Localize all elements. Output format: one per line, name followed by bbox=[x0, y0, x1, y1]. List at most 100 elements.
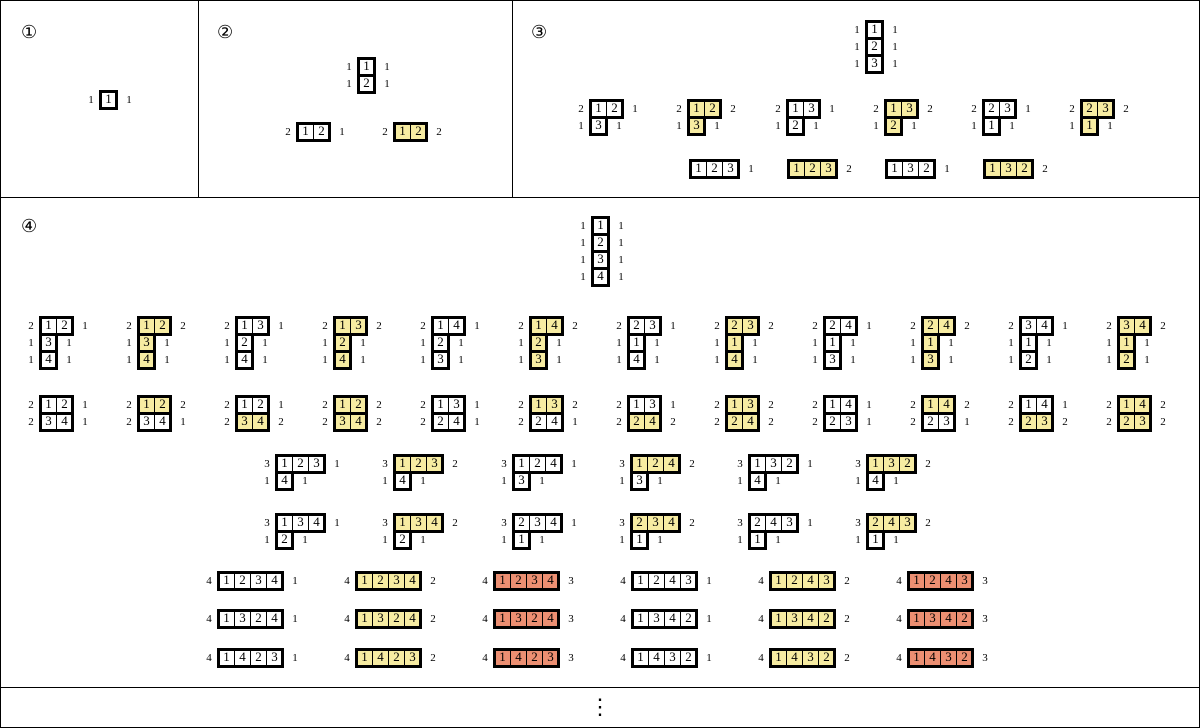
tableau-cell: 3 bbox=[410, 514, 427, 532]
tableau-cell: 2 bbox=[358, 75, 375, 93]
tableau-cell: 3 bbox=[513, 472, 530, 490]
right-label: 2 bbox=[927, 103, 933, 115]
tableau-cell: 2 bbox=[252, 396, 269, 414]
tableau-cell: 3 bbox=[350, 317, 367, 335]
tableau-cell: 2 bbox=[680, 649, 697, 667]
left-label: 3 bbox=[737, 517, 743, 529]
tableau-cell: 4 bbox=[138, 351, 155, 369]
right-label: 2 bbox=[452, 458, 458, 470]
tableau-cell: 4 bbox=[308, 514, 325, 532]
tableau-cell: 1 bbox=[749, 531, 766, 549]
tableau-cell: 2 bbox=[394, 531, 411, 549]
right-label: 1 bbox=[813, 120, 819, 132]
right-label: 1 bbox=[420, 534, 426, 546]
tableau-cell: 1 bbox=[922, 396, 939, 414]
left-label: 4 bbox=[482, 613, 488, 625]
left-label: 1 bbox=[1008, 354, 1014, 366]
tableau-cell: 1 bbox=[218, 610, 235, 628]
right-label: 2 bbox=[768, 416, 774, 428]
tableau-cell: 4 bbox=[840, 396, 857, 414]
left-label: 1 bbox=[737, 534, 743, 546]
left-label: 2 bbox=[518, 320, 524, 332]
left-label: 4 bbox=[758, 652, 764, 664]
right-label: 1 bbox=[944, 163, 950, 175]
left-label: 2 bbox=[714, 416, 720, 428]
tableau-cell: 1 bbox=[100, 91, 117, 109]
left-label: 1 bbox=[518, 354, 524, 366]
tableau-cell: 4 bbox=[276, 472, 293, 490]
right-label: 1 bbox=[556, 337, 562, 349]
tableau-cell: 2 bbox=[526, 649, 543, 667]
tableau-cell: 1 bbox=[297, 123, 314, 141]
right-label: 1 bbox=[571, 458, 577, 470]
right-label: 2 bbox=[572, 320, 578, 332]
tableau-cell: 1 bbox=[334, 396, 351, 414]
left-label: 1 bbox=[264, 475, 270, 487]
right-label: 1 bbox=[706, 613, 712, 625]
tableau-cell: 3 bbox=[786, 610, 803, 628]
tableau-cell: 1 bbox=[908, 572, 925, 590]
left-label: 2 bbox=[322, 416, 328, 428]
tableau-cell: 4 bbox=[234, 649, 251, 667]
left-label: 3 bbox=[619, 517, 625, 529]
right-label: 1 bbox=[474, 399, 480, 411]
tableau-cell: 1 bbox=[688, 100, 705, 118]
right-label: 1 bbox=[948, 354, 954, 366]
left-label: 2 bbox=[420, 416, 426, 428]
right-label: 2 bbox=[925, 517, 931, 529]
right-label: 2 bbox=[925, 458, 931, 470]
tableau-cell: 2 bbox=[628, 413, 645, 431]
tableau-cell: 1 bbox=[690, 160, 707, 178]
tableau-cell: 2 bbox=[706, 160, 723, 178]
tableau-cell: 1 bbox=[908, 649, 925, 667]
left-label: 4 bbox=[206, 652, 212, 664]
tableau-cell: 2 bbox=[388, 610, 405, 628]
tableau-cell: 1 bbox=[726, 396, 743, 414]
right-label: 1 bbox=[616, 120, 622, 132]
tableau-cell: 4 bbox=[840, 317, 857, 335]
left-label: 1 bbox=[1106, 337, 1112, 349]
right-label: 1 bbox=[752, 354, 758, 366]
left-label: 1 bbox=[1008, 337, 1014, 349]
tableau-cell: 3 bbox=[250, 572, 267, 590]
right-label: 1 bbox=[164, 337, 170, 349]
tableau-cell: 4 bbox=[546, 317, 563, 335]
tableau-cell: 1 bbox=[394, 123, 411, 141]
left-label: 1 bbox=[775, 120, 781, 132]
left-label: 3 bbox=[382, 517, 388, 529]
left-label: 2 bbox=[28, 320, 34, 332]
right-label: 2 bbox=[180, 399, 186, 411]
tableau-cell: 1 bbox=[494, 610, 511, 628]
tableau-cell: 2 bbox=[529, 455, 546, 473]
tableau-cell: 2 bbox=[648, 572, 665, 590]
tableau-cell: 2 bbox=[530, 334, 547, 352]
right-label: 2 bbox=[180, 320, 186, 332]
tableau-cell: 4 bbox=[426, 514, 443, 532]
left-label: 2 bbox=[224, 416, 230, 428]
tableau-cell: 3 bbox=[526, 572, 543, 590]
right-label: 1 bbox=[126, 94, 132, 106]
right-label: 2 bbox=[376, 320, 382, 332]
right-label: 1 bbox=[1062, 399, 1068, 411]
tableau-cell: 4 bbox=[1036, 396, 1053, 414]
tableau-cell: 2 bbox=[530, 413, 547, 431]
tableau-cell: 3 bbox=[899, 514, 916, 532]
continuation-row: ⋮ bbox=[0, 687, 1200, 728]
tableau-cell: 2 bbox=[680, 610, 697, 628]
tableau-cell: 2 bbox=[236, 334, 253, 352]
tableau-cell: 3 bbox=[1134, 413, 1151, 431]
left-label: 4 bbox=[758, 575, 764, 587]
tableau-cell: 4 bbox=[266, 610, 283, 628]
right-label: 1 bbox=[458, 354, 464, 366]
right-label: 1 bbox=[278, 399, 284, 411]
left-label: 4 bbox=[620, 613, 626, 625]
tableau-cell: 1 bbox=[358, 58, 375, 76]
left-label: 1 bbox=[873, 120, 879, 132]
tableau-cell: 1 bbox=[1118, 396, 1135, 414]
tableau-cell: 4 bbox=[1134, 317, 1151, 335]
tableau-cell: 2 bbox=[824, 317, 841, 335]
right-label: 2 bbox=[1160, 416, 1166, 428]
tableau-cell: 2 bbox=[818, 610, 835, 628]
tableau-cell: 3 bbox=[40, 334, 57, 352]
right-label: 1 bbox=[866, 320, 872, 332]
